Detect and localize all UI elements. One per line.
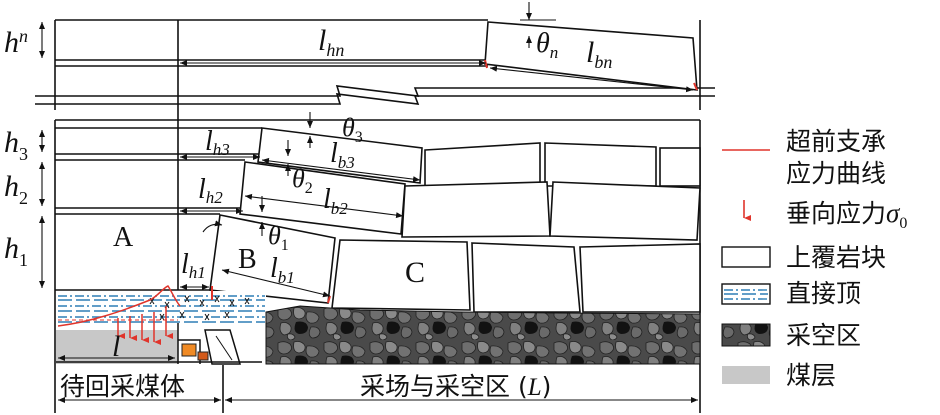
label-lbn: lbn [586,36,612,72]
label-hn: hn [4,26,28,59]
label-theta-1: θ1 [268,221,289,254]
label-lh3: lh3 [205,126,230,159]
legend-stress-curve-line2: 应力曲线 [786,159,886,188]
coal-body-label: 待回采煤体 [60,372,185,401]
legend-immediate-roof-swatch [721,283,771,305]
label-l: l [112,330,120,363]
label-lh1: lh1 [181,249,206,282]
legend-goaf-swatch [721,323,771,347]
zone-c-label: C [405,256,425,289]
label-theta-n: θn [536,28,558,62]
vertical-stress-arrows [117,306,173,345]
legend-goaf: 采空区 [786,321,861,350]
zone-b-label: B [238,244,257,275]
label-lb3: lb3 [330,138,355,172]
diagram-labels: hn h3 h2 h1 lhn lh3 lh2 lh1 θn θ3 θ2 θ1 … [4,24,612,401]
legend-overburden-swatch [721,246,771,268]
dimension-lines [39,2,698,403]
label-lh2: lh2 [198,174,223,207]
label-lhn: lhn [318,24,344,60]
label-lb1: lb1 [270,253,295,287]
label-h3: h3 [4,126,28,164]
legend-stress-curve-line1: 超前支承 [786,127,886,156]
legend: 超前支承 应力曲线 垂向应力σ0 上覆岩块 直接顶 采空区 煤层 [721,127,907,390]
zone-a-label: A [113,222,134,253]
block-c [331,239,471,311]
legend-immediate-roof: 直接顶 [786,279,861,308]
label-lb2: lb2 [323,184,348,218]
strata-break-line [35,85,715,105]
label-h2: h2 [4,170,28,208]
hydraulic-support [56,323,262,365]
legend-coal-seam-swatch [722,366,770,384]
goaf-area [265,305,701,365]
goaf-span-label: 采场与采空区 (L) [360,372,551,401]
legend-coal-seam: 煤层 [786,361,836,390]
legend-vertical-stress: 垂向应力σ0 [786,198,907,232]
frame [54,19,701,413]
legend-overburden: 上覆岩块 [786,243,886,272]
label-h1: h1 [4,232,28,270]
label-theta-2: θ2 [292,164,313,197]
label-theta-3: θ3 [342,113,363,146]
